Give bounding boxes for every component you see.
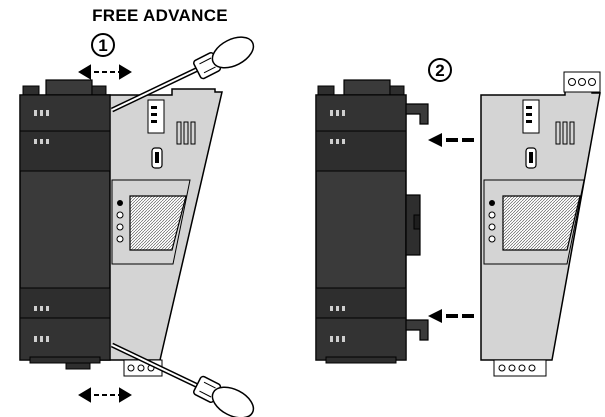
- slide-arrow-top: [78, 64, 132, 80]
- step-1-number: 1: [98, 36, 107, 55]
- screwdriver-icon-bottom: [110, 342, 255, 417]
- expansion-module-1: [19, 79, 111, 370]
- diagram-title: FREE ADVANCE: [92, 6, 228, 25]
- push-arrow-top: [428, 133, 474, 147]
- screwdriver-icon-top: [110, 36, 255, 113]
- push-arrow-bottom: [428, 309, 474, 323]
- step-2-assembly: 2: [315, 58, 601, 377]
- base-module-2: [480, 71, 601, 377]
- step-2-number: 2: [435, 61, 444, 80]
- step-2-badge: 2: [428, 58, 452, 82]
- base-module-1: [87, 88, 223, 377]
- slide-arrow-bottom: [78, 387, 132, 403]
- step-1-assembly: 1: [19, 33, 255, 417]
- step-1-badge: 1: [91, 33, 115, 57]
- expansion-module-2: [315, 79, 429, 364]
